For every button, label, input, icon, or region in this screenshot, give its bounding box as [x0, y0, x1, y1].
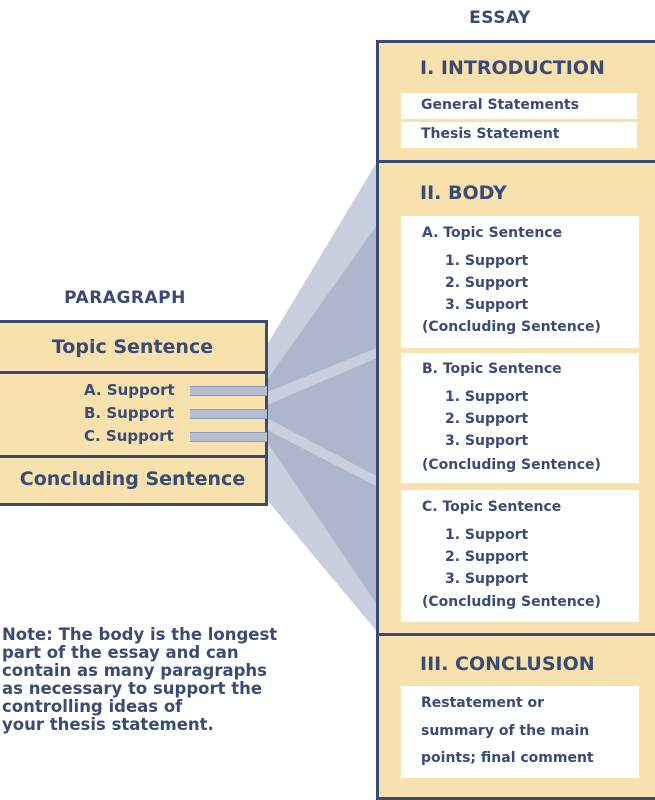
- concluding-sentence-b: (Concluding Sentence): [422, 457, 601, 473]
- conclusion-line-2: summary of the main: [421, 723, 590, 739]
- support-a-2: 2. Support: [445, 275, 529, 291]
- body-paragraph-a: A. Topic Sentence 1. Support 2. Support …: [401, 216, 639, 348]
- paragraph-support-c: C. Support: [84, 427, 174, 445]
- essay-title: ESSAY: [469, 8, 531, 28]
- support-c-3: 3. Support: [445, 571, 529, 587]
- concluding-sentence-c: (Concluding Sentence): [422, 594, 601, 610]
- conclusion-heading: III. CONCLUSION: [420, 653, 595, 675]
- note-line: your thesis statement.: [2, 715, 214, 734]
- paragraph-divider: [0, 371, 268, 374]
- paragraph-support-a: A. Support: [84, 381, 175, 399]
- support-connector-bar: [190, 386, 267, 396]
- section-divider: [376, 633, 655, 636]
- support-b-3: 3. Support: [445, 433, 529, 449]
- topic-sentence-c: C. Topic Sentence: [422, 499, 562, 515]
- body-note: Note: The body is the longest part of th…: [2, 626, 332, 734]
- support-a-1: 1. Support: [445, 253, 529, 269]
- conclusion-box: Restatement or summary of the main point…: [401, 686, 639, 778]
- body-heading: II. BODY: [420, 182, 507, 204]
- conclusion-line-1: Restatement or: [421, 695, 545, 711]
- topic-sentence-a: A. Topic Sentence: [422, 225, 563, 241]
- support-connector-bar: [190, 432, 267, 442]
- support-a-3: 3. Support: [445, 297, 529, 313]
- support-b-2: 2. Support: [445, 411, 529, 427]
- paragraph-topic-sentence: Topic Sentence: [51, 336, 214, 358]
- paragraph-title: PARAGRAPH: [64, 288, 186, 308]
- support-connector-bar: [190, 409, 267, 419]
- general-statements-label: General Statements: [421, 97, 579, 113]
- body-paragraph-b: B. Topic Sentence 1. Support 2. Support …: [401, 353, 639, 483]
- intro-item: Thesis Statement: [401, 122, 637, 148]
- intro-item: General Statements: [401, 93, 637, 119]
- conclusion-line-3: points; final comment: [421, 750, 594, 766]
- note-line: part of the essay and can: [2, 643, 239, 662]
- paragraph-concluding-sentence: Concluding Sentence: [19, 468, 246, 490]
- note-line: as necessary to support the: [2, 679, 263, 698]
- support-c-1: 1. Support: [445, 527, 529, 543]
- introduction-heading: I. INTRODUCTION: [420, 57, 605, 79]
- topic-sentence-b: B. Topic Sentence: [422, 361, 562, 377]
- note-line: contain as many paragraphs: [2, 661, 267, 680]
- body-paragraph-c: C. Topic Sentence 1. Support 2. Support …: [401, 490, 639, 622]
- concluding-sentence-a: (Concluding Sentence): [422, 319, 601, 335]
- section-divider: [376, 160, 655, 163]
- support-b-1: 1. Support: [445, 389, 529, 405]
- paragraph-divider: [0, 455, 268, 458]
- paragraph-support-b: B. Support: [84, 404, 175, 422]
- thesis-statement-label: Thesis Statement: [421, 126, 560, 142]
- note-line: Note: The body is the longest: [2, 625, 278, 644]
- note-line: controlling ideas of: [2, 697, 183, 716]
- support-c-2: 2. Support: [445, 549, 529, 565]
